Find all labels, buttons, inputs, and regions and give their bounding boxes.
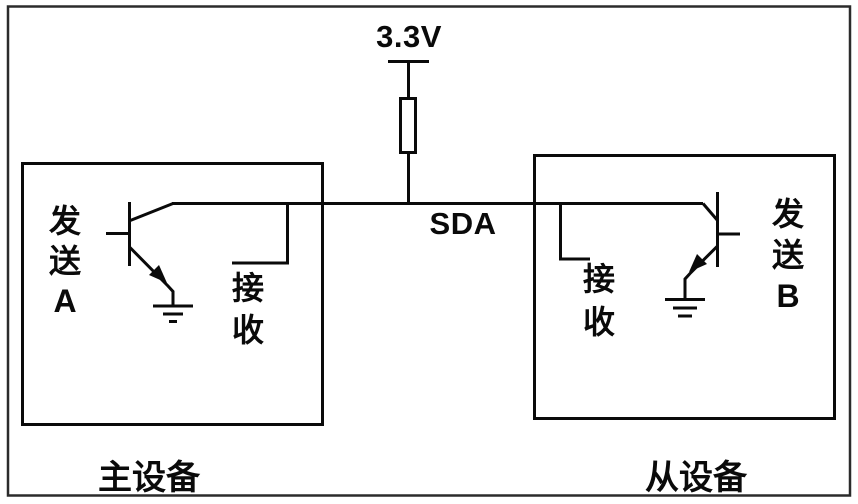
master-transmit-label: 发送A — [48, 203, 81, 319]
slave-receive-label: 接收 — [582, 261, 615, 340]
slave-transmit-label: 发送B — [771, 196, 804, 314]
pullup-supply — [388, 60, 429, 204]
master-device-box — [21, 162, 324, 426]
transistor-emitter — [128, 245, 175, 305]
outer-frame — [6, 5, 852, 497]
slave-receive-tap-line — [559, 203, 590, 261]
emitter-arrow-icon — [689, 254, 707, 272]
sda-bus-label: SDA — [429, 206, 497, 241]
slave-transistor-icon — [683, 192, 740, 298]
master-receive-tap-line — [232, 203, 289, 265]
emitter-arrow-icon — [149, 265, 167, 283]
master-receive-label: 接收 — [231, 270, 264, 348]
slave-device-box — [533, 154, 836, 420]
transistor-collector — [701, 202, 720, 222]
transistor-emitter — [683, 244, 719, 298]
resistor-icon — [399, 97, 417, 154]
slave-device-label: 从设备 — [645, 459, 747, 497]
master-device-label: 主设备 — [98, 459, 200, 497]
supply-voltage-label: 3.3V — [376, 19, 442, 54]
transistor-collector — [128, 202, 174, 223]
master-transistor-icon — [106, 202, 175, 305]
slave-ground-icon — [665, 298, 705, 318]
master-ground-icon — [153, 304, 193, 323]
